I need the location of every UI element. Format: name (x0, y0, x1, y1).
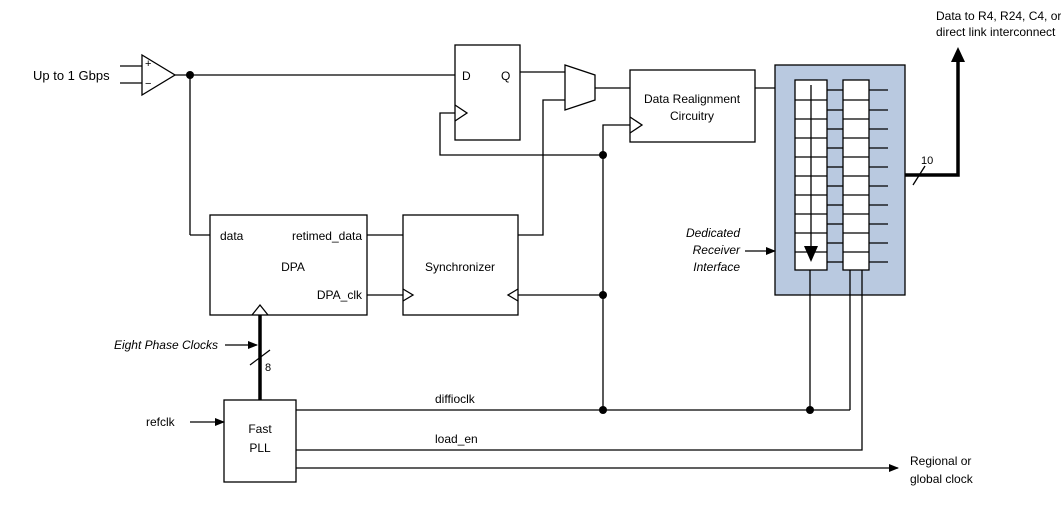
global-clock-line1: Regional or (910, 454, 971, 468)
phase-clocks-label: Eight Phase Clocks (114, 338, 218, 352)
pll-line1: Fast (248, 422, 272, 436)
dpa-block: data retimed_data DPA DPA_clk (209, 214, 368, 316)
pll-line2: PLL (249, 441, 271, 455)
flipflop-d-label: D (462, 69, 471, 83)
realignment-line1: Data Realignment (644, 92, 741, 106)
refclk-label: refclk (146, 415, 176, 429)
fast-pll-block: Fast PLL (223, 399, 297, 483)
dpa-data-port: data (220, 229, 244, 243)
realignment-line2: Circuitry (670, 109, 714, 123)
input-buffer-symbol: + − (141, 53, 177, 97)
flipflop-q-label: Q (501, 69, 510, 83)
svg-text:+: + (145, 58, 151, 70)
phase-bus-width: 8 (265, 362, 271, 374)
multiplexer (564, 64, 596, 111)
output-label-line2: direct link interconnect (936, 25, 1056, 39)
output-bus-width: 10 (921, 155, 933, 167)
d-flipflop: D Q (454, 44, 521, 141)
receiver-label-line2: Receiver (693, 243, 741, 257)
synchronizer-label: Synchronizer (425, 260, 495, 274)
input-label: Up to 1 Gbps (33, 68, 110, 83)
dpa-retimed-port: retimed_data (292, 229, 362, 243)
synchronizer-block: Synchronizer (402, 214, 519, 316)
output-bus (905, 60, 960, 177)
dedicated-receiver-interface (774, 64, 906, 296)
global-clock-line2: global clock (910, 472, 974, 486)
dpa-title: DPA (281, 260, 305, 274)
receiver-label-line3: Interface (693, 260, 740, 274)
load-en-label: load_en (435, 432, 478, 446)
diffioclk-label: diffioclk (435, 392, 476, 406)
svg-text:−: − (145, 78, 151, 90)
dpa-clk-port: DPA_clk (317, 288, 363, 302)
receiver-label-line1: Dedicated (686, 226, 740, 240)
output-label-line1: Data to R4, R24, C4, or (936, 9, 1061, 23)
clock-node-1 (599, 151, 607, 159)
data-realignment-block: Data Realignment Circuitry (629, 69, 756, 143)
